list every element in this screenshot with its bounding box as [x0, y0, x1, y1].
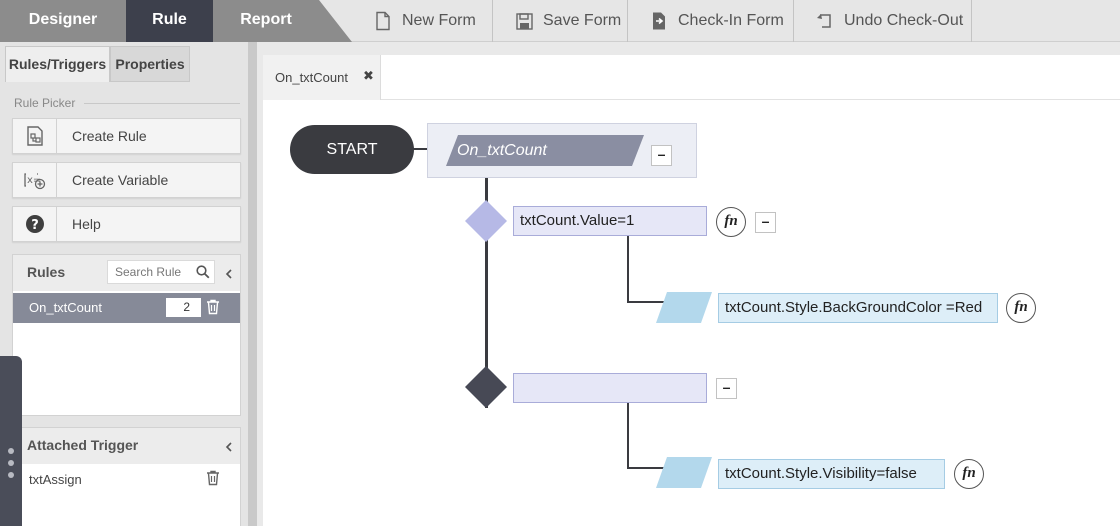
action-shape-1[interactable] [656, 292, 712, 323]
flow-branch2-horizontal [627, 467, 667, 469]
rules-panel-title: Rules [27, 264, 66, 280]
undo-check-out-button[interactable]: Undo Check-Out [794, 0, 972, 42]
svg-text:x=: x= [27, 175, 41, 186]
condition-diamond-1[interactable] [464, 199, 508, 243]
help-icon: ? [13, 207, 57, 241]
handle-grip-dot [8, 460, 14, 466]
collapse-trigger-button[interactable]: – [651, 145, 672, 166]
help-button[interactable]: ? Help [12, 206, 241, 242]
editor-tab-on-txtcount[interactable]: On_txtCount ✖ [263, 55, 381, 100]
create-variable-icon: x= [13, 163, 57, 197]
search-icon[interactable] [196, 265, 210, 279]
rule-picker-divider [84, 103, 240, 104]
svg-text:?: ? [31, 218, 39, 233]
close-tab-icon[interactable]: ✖ [363, 68, 374, 83]
tab-rules-triggers[interactable]: Rules/Triggers [5, 46, 110, 82]
flow-branch1-vertical [627, 236, 629, 303]
create-rule-icon [13, 119, 57, 153]
undo-check-out-label: Undo Check-Out [844, 12, 964, 29]
mode-tab-rule[interactable]: Rule [126, 0, 213, 42]
help-label: Help [72, 216, 101, 232]
attached-trigger-title: Attached Trigger [27, 437, 139, 453]
save-form-label: Save Form [543, 12, 622, 29]
function-button-action-1[interactable]: fn [1006, 293, 1036, 323]
function-button-action-2[interactable]: fn [954, 459, 984, 489]
check-in-icon [653, 12, 665, 30]
rule-picker-heading: Rule Picker [14, 96, 76, 110]
create-rule-button[interactable]: Create Rule [12, 118, 241, 154]
pane-divider[interactable] [248, 42, 257, 526]
editor-tab-strip [263, 55, 1120, 100]
collapse-trigger-chevron-icon[interactable] [224, 442, 234, 452]
rule-item-name: On_txtCount [29, 300, 102, 315]
start-node[interactable]: START [290, 125, 414, 174]
tab-properties[interactable]: Properties [110, 46, 190, 82]
action-1-expression[interactable]: txtCount.Style.BackGroundColor =Red [718, 293, 998, 323]
action-shape-2[interactable] [656, 457, 712, 488]
trigger-node[interactable]: On_txtCount [446, 135, 644, 166]
new-form-button[interactable]: New Form [352, 0, 493, 42]
check-in-form-button[interactable]: Check-In Form [628, 0, 794, 42]
flow-main-line [485, 165, 488, 408]
flow-branch1-horizontal [627, 301, 667, 303]
delete-trigger-trash-icon[interactable] [206, 470, 220, 486]
rules-panel: Rules Search Rule On_txtCount 2 [12, 254, 241, 416]
flow-branch2-vertical [627, 403, 629, 469]
save-form-button[interactable]: Save Form [493, 0, 628, 42]
editor-tab-title: On_txtCount [275, 70, 348, 85]
function-button-condition-1[interactable]: fn [716, 207, 746, 237]
condition-2-expression[interactable] [513, 373, 707, 403]
new-form-icon [376, 11, 390, 31]
action-2-expression[interactable]: txtCount.Style.Visibility=false [718, 459, 945, 489]
mode-tab-report[interactable]: Report [240, 11, 292, 28]
handle-grip-dot [8, 472, 14, 478]
undo-icon [817, 14, 831, 28]
attached-trigger-panel: Attached Trigger txtAssign [12, 427, 241, 526]
collapse-condition-1-button[interactable]: – [755, 212, 776, 233]
collapse-condition-2-button[interactable]: – [716, 378, 737, 399]
condition-1-expression[interactable]: txtCount.Value=1 [513, 206, 707, 236]
new-form-label: New Form [402, 12, 476, 29]
mode-tab-designer[interactable]: Designer [28, 11, 98, 28]
condition-diamond-2[interactable] [464, 365, 508, 409]
trigger-item-txtassign[interactable]: txtAssign [29, 472, 82, 487]
create-variable-button[interactable]: x= Create Variable [12, 162, 241, 198]
save-icon [516, 13, 533, 30]
handle-grip-dot [8, 448, 14, 454]
delete-rule-trash-icon[interactable] [206, 299, 220, 315]
rule-item-on-txtcount[interactable]: On_txtCount 2 [13, 293, 240, 323]
create-variable-label: Create Variable [72, 172, 169, 188]
rule-item-count: 2 [166, 298, 201, 317]
side-drawer-handle[interactable] [0, 356, 22, 526]
check-in-form-label: Check-In Form [678, 12, 784, 29]
create-rule-label: Create Rule [72, 128, 147, 144]
collapse-rules-chevron-icon[interactable] [224, 269, 234, 279]
attached-trigger-header [13, 428, 240, 464]
